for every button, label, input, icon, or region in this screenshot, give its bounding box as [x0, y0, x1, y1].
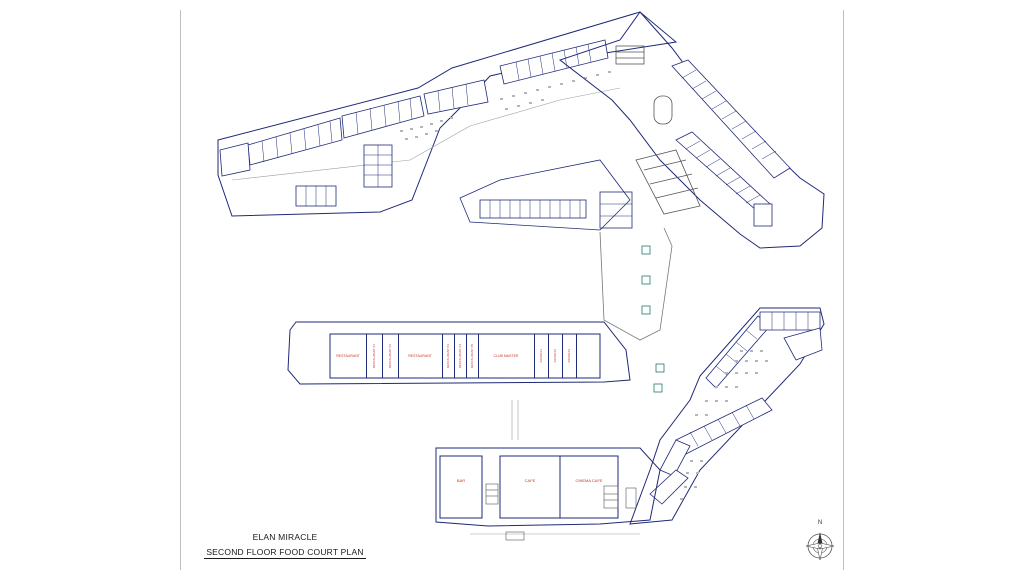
- anchor-store-unit: RESTAURANT: [330, 334, 367, 378]
- upper-right-unit-dividers: [600, 69, 777, 217]
- anchor-store-unit: RESTAURANT 04: [454, 334, 467, 378]
- upper-left-units: [219, 39, 609, 207]
- walkway-marker: [511, 400, 519, 440]
- lower-block-details: [470, 483, 640, 541]
- drawing-subtitle: SECOND FLOOR FOOD COURT PLAN: [204, 547, 366, 559]
- anchor-store-label: RESTAURANT: [408, 354, 432, 358]
- upper-left-seating: [400, 71, 611, 140]
- anchor-store-unit: CLUB MASTER: [478, 334, 535, 378]
- compass-icon: [805, 532, 835, 561]
- anchor-store-unit: KIOSK 03: [562, 334, 577, 378]
- central-corridor: [599, 227, 673, 393]
- anchor-store-label: KIOSK 02: [553, 349, 557, 363]
- upper-right-units: [599, 59, 791, 229]
- upper-left-unit-dividers: [261, 43, 592, 206]
- anchor-store-labels: RESTAURANT RESTAURANT 01 RESTAURANT 02 R…: [330, 334, 600, 378]
- anchor-store-unit: KIOSK 01: [534, 334, 549, 378]
- right-diagonal-units: [649, 311, 823, 505]
- right-diagonal-wing: [629, 307, 825, 525]
- mid-upper-block: [459, 159, 631, 231]
- north-label: N: [817, 520, 823, 526]
- anchor-store-unit: KIOSK 02: [548, 334, 563, 378]
- anchor-store-unit: RESTAURANT 05: [466, 334, 479, 378]
- mid-upper-unit-dividers: [489, 200, 581, 218]
- anchor-store-label: RESTAURANT 04: [458, 343, 462, 369]
- anchor-store-label: KIOSK 01: [539, 349, 543, 363]
- upper-left-wing: [217, 11, 678, 217]
- anchor-store-label: RESTAURANT: [336, 354, 360, 358]
- drawing-title-block: ELAN MIRACLE SECOND FLOOR FOOD COURT PLA…: [195, 532, 375, 560]
- lower-block-shell: [435, 447, 661, 527]
- anchor-store-label: RESTAURANT 03: [446, 343, 450, 369]
- anchor-store-label: RESTAURANT 02: [388, 343, 392, 369]
- project-name: ELAN MIRACLE: [252, 532, 318, 542]
- north-arrow: N: [798, 520, 842, 566]
- anchor-store-label: KIOSK 03: [567, 349, 571, 363]
- anchor-store-label: RESTAURANT 05: [470, 343, 474, 369]
- anchor-store-label: RESTAURANT 01: [372, 343, 376, 369]
- atrium-features: [615, 45, 701, 215]
- anchor-store-unit: RESTAURANT: [398, 334, 443, 378]
- anchor-block-shell: [287, 321, 631, 385]
- lower-block-label: CAFE: [524, 478, 536, 483]
- anchor-store-unit: RESTAURANT 01: [366, 334, 383, 378]
- lower-block-label: BAR: [456, 478, 466, 483]
- anchor-store-unit: RESTAURANT 03: [442, 334, 455, 378]
- lower-block-label: CINEMA CAFE: [575, 478, 603, 483]
- anchor-store-label: CLUB MASTER: [493, 354, 519, 358]
- anchor-store-unit: RESTAURANT 02: [382, 334, 399, 378]
- right-wing-seating: [680, 350, 768, 500]
